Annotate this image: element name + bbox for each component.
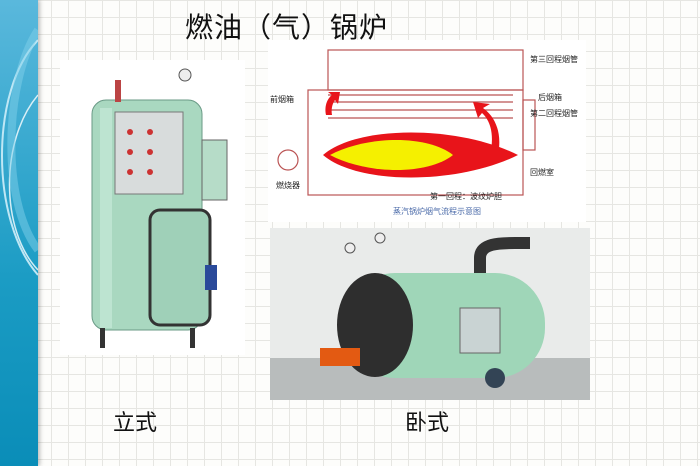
flow-arrow-icon <box>473 102 500 155</box>
label-second-pass: 第二回程烟管 <box>530 108 578 118</box>
label-first-pass: 第一回程：波纹炉胆 <box>430 191 502 201</box>
flame-core-icon <box>330 140 453 170</box>
caption-vertical: 立式 <box>113 411 158 436</box>
flow-arrow-icon <box>325 92 340 115</box>
diagram-caption: 蒸汽锅炉烟气流程示意图 <box>393 206 481 216</box>
flue-gas-flow-diagram: 前烟箱 第三回程烟管 后烟箱 第二回程烟管 燃烧器 回燃室 第一回程：波纹炉胆 … <box>268 40 586 222</box>
label-burner: 燃烧器 <box>276 180 300 190</box>
vertical-boiler-photo <box>60 60 245 355</box>
label-front-smoke-box: 前烟箱 <box>270 94 294 104</box>
caption-horizontal: 卧式 <box>405 411 450 436</box>
slide-title: 燃油（气）锅炉 <box>185 11 389 44</box>
swirl-decoration-icon <box>1 27 38 276</box>
decorative-side-strip <box>0 0 38 466</box>
label-rear-smoke-box: 后烟箱 <box>538 92 562 102</box>
horizontal-boiler-photo <box>270 228 590 400</box>
label-third-pass: 第三回程烟管 <box>530 54 578 64</box>
label-reversal-chamber: 回燃室 <box>530 167 554 177</box>
